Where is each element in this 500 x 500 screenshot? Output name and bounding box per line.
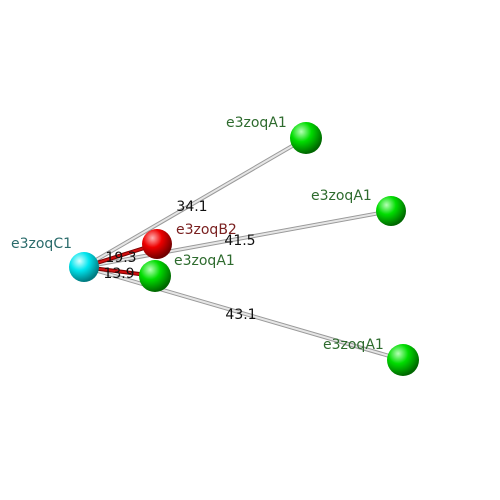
edge-weight-label: 13.9	[103, 266, 134, 282]
center-node-label: e3zoqC1	[11, 236, 72, 252]
node-sphere-e3zoqa1[interactable]	[387, 344, 419, 376]
edge-weight-label: 19.3	[105, 250, 136, 266]
node-sphere-e3zoqb2[interactable]	[142, 229, 172, 259]
edge-weight-label: 43.1	[225, 307, 256, 323]
edge-weight-label: 41.5	[224, 233, 255, 249]
node-label: e3zoqA1	[174, 253, 235, 269]
edge-line	[83, 266, 404, 361]
node-label: e3zoqA1	[311, 188, 372, 204]
node-label: e3zoqA1	[323, 337, 384, 353]
node-sphere-e3zoqa1[interactable]	[376, 196, 406, 226]
edges-layer	[82, 136, 405, 362]
node-label: e3zoqA1	[226, 115, 287, 131]
edge-line	[83, 210, 392, 268]
node-sphere-e3zoqa1[interactable]	[139, 260, 171, 292]
center-node-sphere[interactable]	[69, 252, 99, 282]
node-sphere-e3zoqa1[interactable]	[290, 122, 322, 154]
edge-labels-layer: 34.1 41.5 19.313.9 43.1	[103, 199, 256, 323]
node-label: e3zoqB2	[176, 222, 237, 238]
edge-line	[83, 137, 307, 268]
edge-weight-label: 34.1	[176, 199, 207, 215]
nodes-layer: e3zoqA1 e3zoqA1 e3zoqA1 e3zoqB2 e3zoqA1 e3zoq…	[11, 115, 419, 376]
